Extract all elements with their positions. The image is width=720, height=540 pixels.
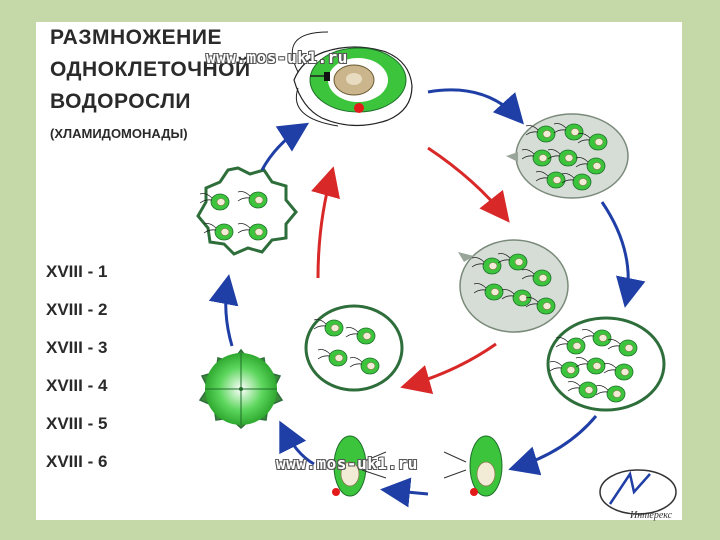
zoosporangium	[506, 114, 628, 198]
zoospore-cluster	[458, 240, 568, 332]
zygote	[200, 350, 282, 428]
germinating-zygote	[198, 168, 296, 254]
publisher-logo	[600, 470, 676, 514]
red-arrow-3	[318, 172, 332, 278]
adult-cell	[292, 32, 412, 126]
gametangium	[548, 318, 664, 410]
watermark-bottom: www.mos-uk1.ru	[276, 454, 418, 473]
slide: РАЗМНОЖЕНИЕ ОДНОКЛЕТОЧНОЙ ВОДОРОСЛИ (ХЛА…	[36, 22, 682, 520]
blue-arrow-4	[386, 490, 428, 494]
red-arrow-2	[406, 344, 496, 386]
blue-arrow-7	[262, 126, 304, 170]
logo-text: Интерекс	[630, 510, 672, 521]
dividing-cell	[306, 306, 402, 390]
blue-arrow-1	[428, 90, 520, 120]
blue-arrow-2	[602, 202, 628, 302]
blue-arrow-6	[226, 280, 232, 346]
blue-arrow-3	[514, 416, 596, 468]
red-arrow-1	[428, 148, 506, 218]
watermark-top: www.mos-uk1.ru	[206, 48, 348, 67]
life-cycle-diagram	[36, 22, 682, 520]
